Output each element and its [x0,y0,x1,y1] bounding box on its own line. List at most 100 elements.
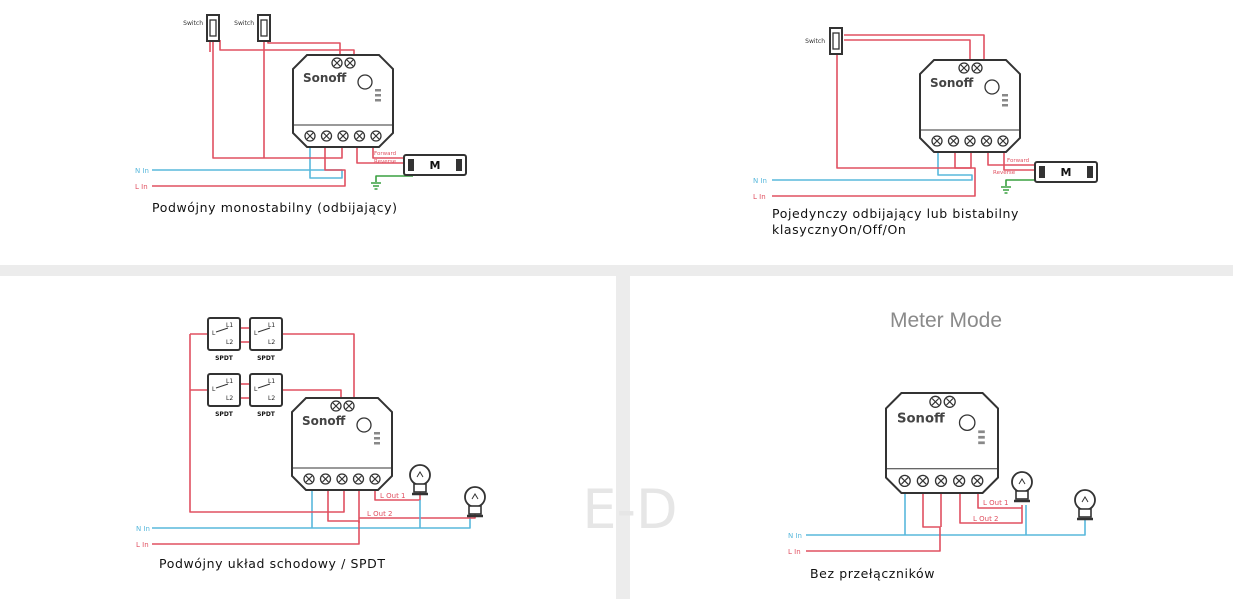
spdt-terminal-label: L2 [268,395,275,402]
terminal-cross-icon [338,475,346,483]
terminal-cross-icon [346,59,354,67]
switch-wire [836,54,972,169]
led-indicator-icon [374,437,380,440]
spdt-terminal-label: L1 [268,322,275,329]
terminal-cross-icon [955,477,963,485]
spdt-terminal-label: L1 [226,322,233,329]
terminal-cross-icon [919,477,927,485]
spdt-switch [207,317,241,351]
brand-logo: Sonoff [303,71,347,85]
bulb-base-icon [413,483,427,493]
pairing-button-icon [356,417,372,433]
bulb-filament-icon [1018,478,1026,485]
motor-body [403,154,467,176]
led-indicator-icon [1002,94,1008,97]
l-out-2-label: L Out 2 [973,515,999,523]
terminal-cross-icon [306,132,314,140]
spdt-terminal-label: L2 [226,395,233,402]
n-in-wire [806,520,1086,536]
terminal-cross-icon [900,477,909,485]
spdt-terminal-label: L2 [268,339,275,346]
reverse-wire [1003,153,1036,171]
terminal-cross-icon [332,402,340,410]
n-in-label: N In [135,167,149,175]
l-out-2-wire [959,493,1023,524]
caption-no-switches: Bez przełączników [810,566,936,581]
pairing-button-icon [958,414,976,432]
spdt-terminal-label: L [212,330,216,337]
spdt-out-wire [282,333,355,398]
motor-label: M [1061,166,1072,179]
motor-label: M [430,159,441,172]
brand-logo: Sonoff [302,414,346,428]
led-indicator-icon [375,89,381,92]
ground-icon [1001,186,1011,194]
reverse-label: Reverse [374,159,397,165]
n-in-wire [152,148,343,179]
forward-label: Forward [374,151,396,157]
terminal-cross-icon [322,475,329,483]
l-out-1-label: L Out 1 [380,492,406,500]
spdt-label: SPDT [257,355,276,362]
n-in-wire [772,153,973,181]
terminal-cross-icon [945,398,954,406]
terminal-cross-icon [983,137,990,145]
terminal-cross-icon [966,137,974,145]
switch-rocker-icon [832,32,840,50]
caption-single-momentary-line1: Pojedynczy odbijający lub bistabilny [772,206,1020,221]
brand-logo: Sonoff [897,412,945,427]
spdt-label: SPDT [257,411,276,418]
led-indicator-icon [978,441,985,445]
motor-body [1034,161,1098,183]
separator-vertical [616,276,630,599]
terminal-cross-icon [345,402,353,410]
spdt-lever-icon [257,383,271,389]
pairing-button-icon [984,79,1000,95]
spdt-switch [207,373,241,407]
l-out-1-wire [977,493,1022,509]
switch-label: Switch [805,38,825,45]
terminal-cross-icon [999,137,1007,145]
caption-double-momentary: Podwójny monostabilny (odbijający) [152,200,398,215]
terminal-cross-icon [937,477,945,485]
switch-label: Switch [183,20,203,27]
motor-end-icon [408,159,414,171]
led-indicator-icon [374,432,380,435]
bulb-filament-icon [1081,496,1089,503]
caption-double-staircase: Podwójny układ schodowy / SPDT [159,556,386,571]
led-indicator-icon [1002,104,1008,107]
bulb-filament-icon [471,493,479,500]
switch-s-wire [844,34,985,60]
switch-rocker-icon [260,19,268,37]
n-in-label: N In [753,177,767,185]
terminal-cross-icon [931,398,940,406]
led-indicator-icon [375,94,381,97]
switch1-s-wire [219,40,355,55]
l-in-wire [152,148,346,187]
motor-end-icon [1039,166,1045,178]
terminal-cross-icon [933,137,941,145]
l-in-wire [806,493,941,552]
forward-wire [987,153,1036,166]
l-in-wire [772,153,976,197]
l-out-1-label: L Out 1 [983,499,1009,507]
spdt-wire [189,334,345,513]
meter-mode-title: Meter Mode [890,309,1003,332]
switch-label: Switch [234,20,254,27]
terminal-cross-icon [333,59,341,67]
spdt-terminal-label: L1 [268,378,275,385]
light-bulb-icon [1074,489,1096,511]
n-in-wire [152,512,471,529]
l-out-1-wire [374,490,421,501]
ground-wire [375,175,413,182]
led-indicator-icon [978,435,985,439]
caption-single-momentary-line2: klasycznyOn/Off/On [772,222,907,237]
switch1-wire [212,40,343,159]
spdt-switch [249,373,283,407]
terminal-cross-icon [323,132,330,140]
bulb-filament-icon [416,471,424,478]
light-bulb-icon [409,464,431,486]
